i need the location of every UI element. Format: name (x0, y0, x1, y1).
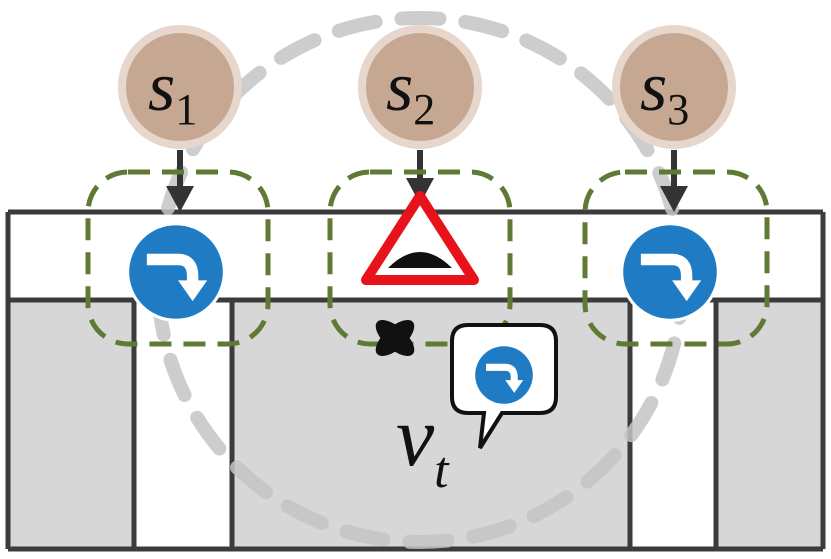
sensing-zone-3 (582, 169, 770, 347)
sensor-2-node (358, 25, 482, 149)
turn-right-sign-icon[interactable] (126, 222, 226, 322)
sensing-zones (85, 169, 770, 347)
vehicle[interactable]: vt (370, 314, 558, 499)
turn-right-sign-icon (473, 344, 534, 405)
vehicle-message-bubble (450, 323, 558, 450)
sensing-arrow-1 (166, 150, 194, 212)
traffic-signs (126, 191, 720, 322)
vehicle-marker-icon (375, 319, 415, 357)
sensor-1[interactable]: s1 (118, 25, 242, 149)
turn-right-sign-icon[interactable] (620, 222, 720, 322)
sensors: s1 s2 s3 (118, 25, 736, 149)
sensing-zone-1 (85, 169, 271, 347)
speed-bump-warning-icon[interactable] (361, 191, 479, 285)
sensor-3-node (612, 25, 736, 149)
vehicle-label: vt (396, 388, 450, 499)
block-right (716, 300, 823, 549)
sensor-2[interactable]: s2 (358, 25, 482, 149)
block-left (8, 300, 134, 549)
sensor-3-label: s3 (640, 49, 689, 134)
sensing-arrow-3 (660, 150, 688, 212)
sensor-3[interactable]: s3 (612, 25, 736, 149)
sensor-1-node (118, 25, 242, 149)
sensor-2-label: s2 (386, 49, 435, 134)
sensing-zone-2 (327, 169, 513, 347)
sensor-1-label: s1 (148, 49, 197, 134)
